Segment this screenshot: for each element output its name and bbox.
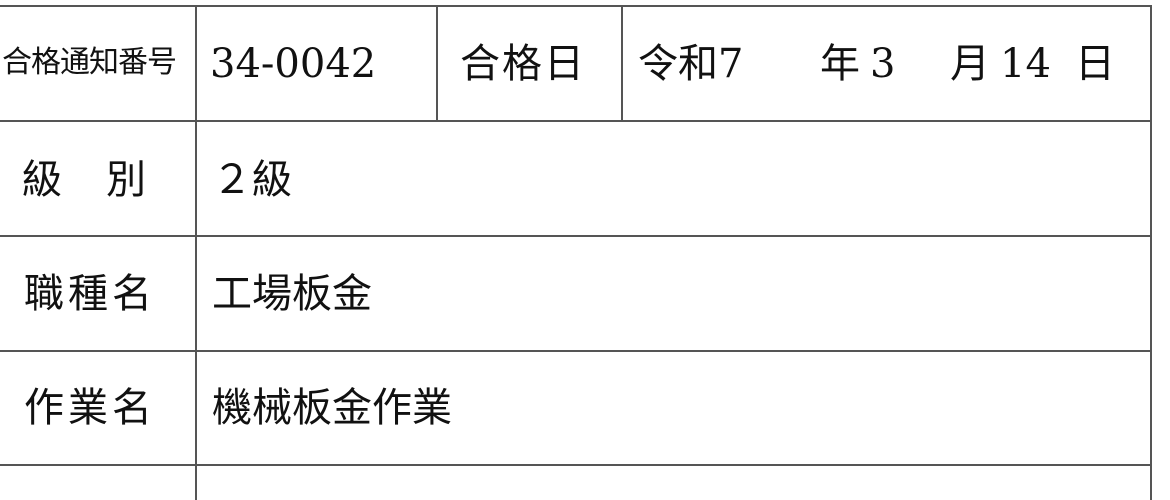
row-divider <box>0 235 1152 237</box>
row-divider <box>0 350 1152 352</box>
work-value: 機械板金作業 <box>212 385 452 431</box>
pass-date-month-unit: 月 <box>950 41 990 87</box>
pass-date-era: 令和7 <box>638 41 744 87</box>
pass-date-year-unit: 年 <box>820 41 860 87</box>
column-divider <box>436 5 438 121</box>
grade-label: 級 別 <box>22 157 148 203</box>
occupation-label: 職種名 <box>24 271 156 317</box>
grade-value: ２級 <box>212 157 292 203</box>
pass-date-day: 14 <box>1000 41 1051 87</box>
pass-date-day-unit: 日 <box>1075 41 1115 87</box>
table-border-top <box>0 5 1152 7</box>
column-divider <box>621 5 623 121</box>
pass-date-label: 合格日 <box>460 41 586 87</box>
notice-number-value: 34-0042 <box>210 41 377 87</box>
row-divider <box>0 464 1152 466</box>
notice-number-label: 合格通知番号 <box>2 45 177 80</box>
row-divider <box>0 120 1152 122</box>
work-label: 作業名 <box>24 385 156 431</box>
table-border-right <box>1150 5 1152 500</box>
pass-date-month: 3 <box>870 41 896 87</box>
occupation-value: 工場板金 <box>212 271 372 317</box>
column-divider <box>195 5 197 500</box>
